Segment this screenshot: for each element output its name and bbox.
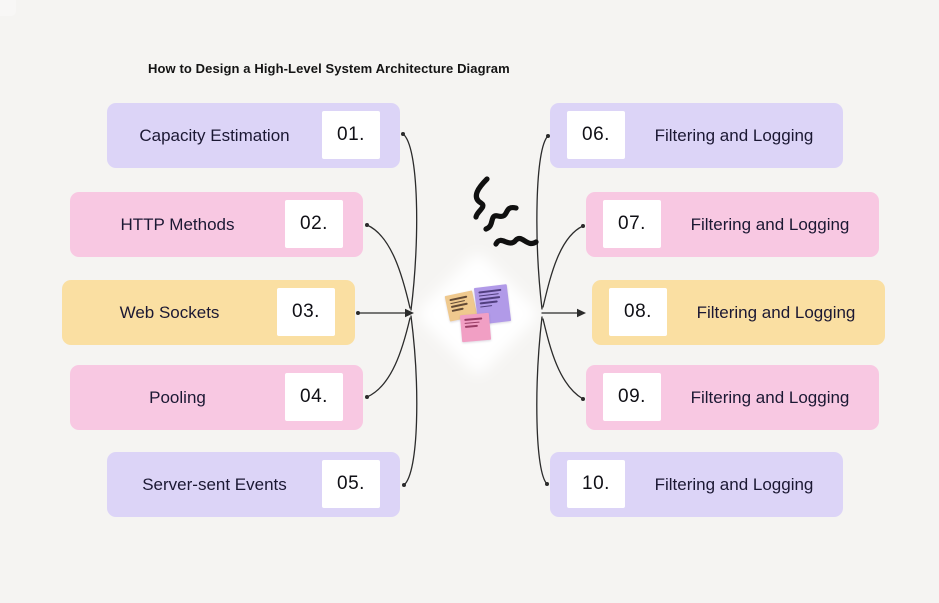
step-label: HTTP Methods	[120, 214, 235, 234]
note-text-line	[480, 304, 492, 308]
step-number: 03.	[277, 288, 335, 336]
connector-dot	[545, 482, 549, 486]
step-label: Filtering and Logging	[654, 125, 814, 145]
step-label: Filtering and Logging	[654, 474, 814, 494]
step-card-08[interactable]: 08. Filtering and Logging	[592, 280, 885, 345]
step-number: 01.	[322, 111, 380, 159]
step-label: Filtering and Logging	[696, 302, 856, 322]
connector-04	[366, 317, 411, 398]
canvas-corner-patch	[0, 0, 16, 16]
step-label: Filtering and Logging	[690, 387, 850, 407]
connector-06	[536, 135, 549, 310]
page-title: How to Design a High-Level System Archit…	[148, 61, 510, 76]
connector-dot	[581, 224, 585, 228]
note-text-line	[464, 317, 483, 321]
step-card-01[interactable]: Capacity Estimation 01.	[107, 103, 400, 168]
step-card-02[interactable]: HTTP Methods 02.	[70, 192, 363, 257]
step-card-10[interactable]: 10. Filtering and Logging	[550, 452, 843, 517]
step-number: 06.	[567, 111, 625, 159]
connector-01	[402, 133, 418, 311]
step-number: 05.	[322, 460, 380, 508]
step-label: Filtering and Logging	[690, 214, 850, 234]
step-card-09[interactable]: 09. Filtering and Logging	[586, 365, 879, 430]
note-text-line	[479, 300, 498, 305]
step-card-07[interactable]: 07. Filtering and Logging	[586, 192, 879, 257]
step-number: 08.	[609, 288, 667, 336]
doodle-diagonal-squiggle-icon	[483, 205, 519, 232]
step-number: 02.	[285, 200, 343, 248]
connector-dot	[365, 223, 369, 227]
step-number: 09.	[603, 373, 661, 421]
sticky-note-pink[interactable]	[459, 312, 492, 343]
step-label: Server-sent Events	[142, 474, 287, 494]
connector-dot	[356, 311, 360, 315]
arrowhead-left-center	[405, 308, 414, 318]
step-label: Capacity Estimation	[139, 125, 290, 145]
arrowhead-to-card-08	[577, 308, 586, 318]
note-text-line	[479, 296, 501, 301]
connector-dot	[401, 132, 405, 136]
connector-10	[536, 316, 548, 485]
step-label: Pooling	[149, 387, 206, 407]
step-card-05[interactable]: Server-sent Events 05.	[107, 452, 400, 517]
note-text-line	[451, 307, 464, 312]
connector-dot	[402, 483, 406, 487]
connector-07	[542, 225, 584, 308]
step-number: 07.	[603, 200, 661, 248]
connector-09	[542, 318, 584, 400]
step-label: Web Sockets	[119, 302, 220, 322]
connector-dot	[581, 397, 585, 401]
note-text-line	[464, 321, 481, 325]
step-card-03[interactable]: Web Sockets 03.	[62, 280, 355, 345]
connector-05	[403, 315, 418, 486]
step-card-04[interactable]: Pooling 04.	[70, 365, 363, 430]
step-number: 04.	[285, 373, 343, 421]
connector-02	[366, 224, 411, 309]
doodle-wave-squiggle-icon	[493, 236, 539, 247]
step-card-06[interactable]: 06. Filtering and Logging	[550, 103, 843, 168]
connector-dot	[365, 395, 369, 399]
step-number: 10.	[567, 460, 625, 508]
note-text-line	[464, 325, 478, 328]
doodle-vertical-squiggle-icon	[473, 176, 490, 220]
